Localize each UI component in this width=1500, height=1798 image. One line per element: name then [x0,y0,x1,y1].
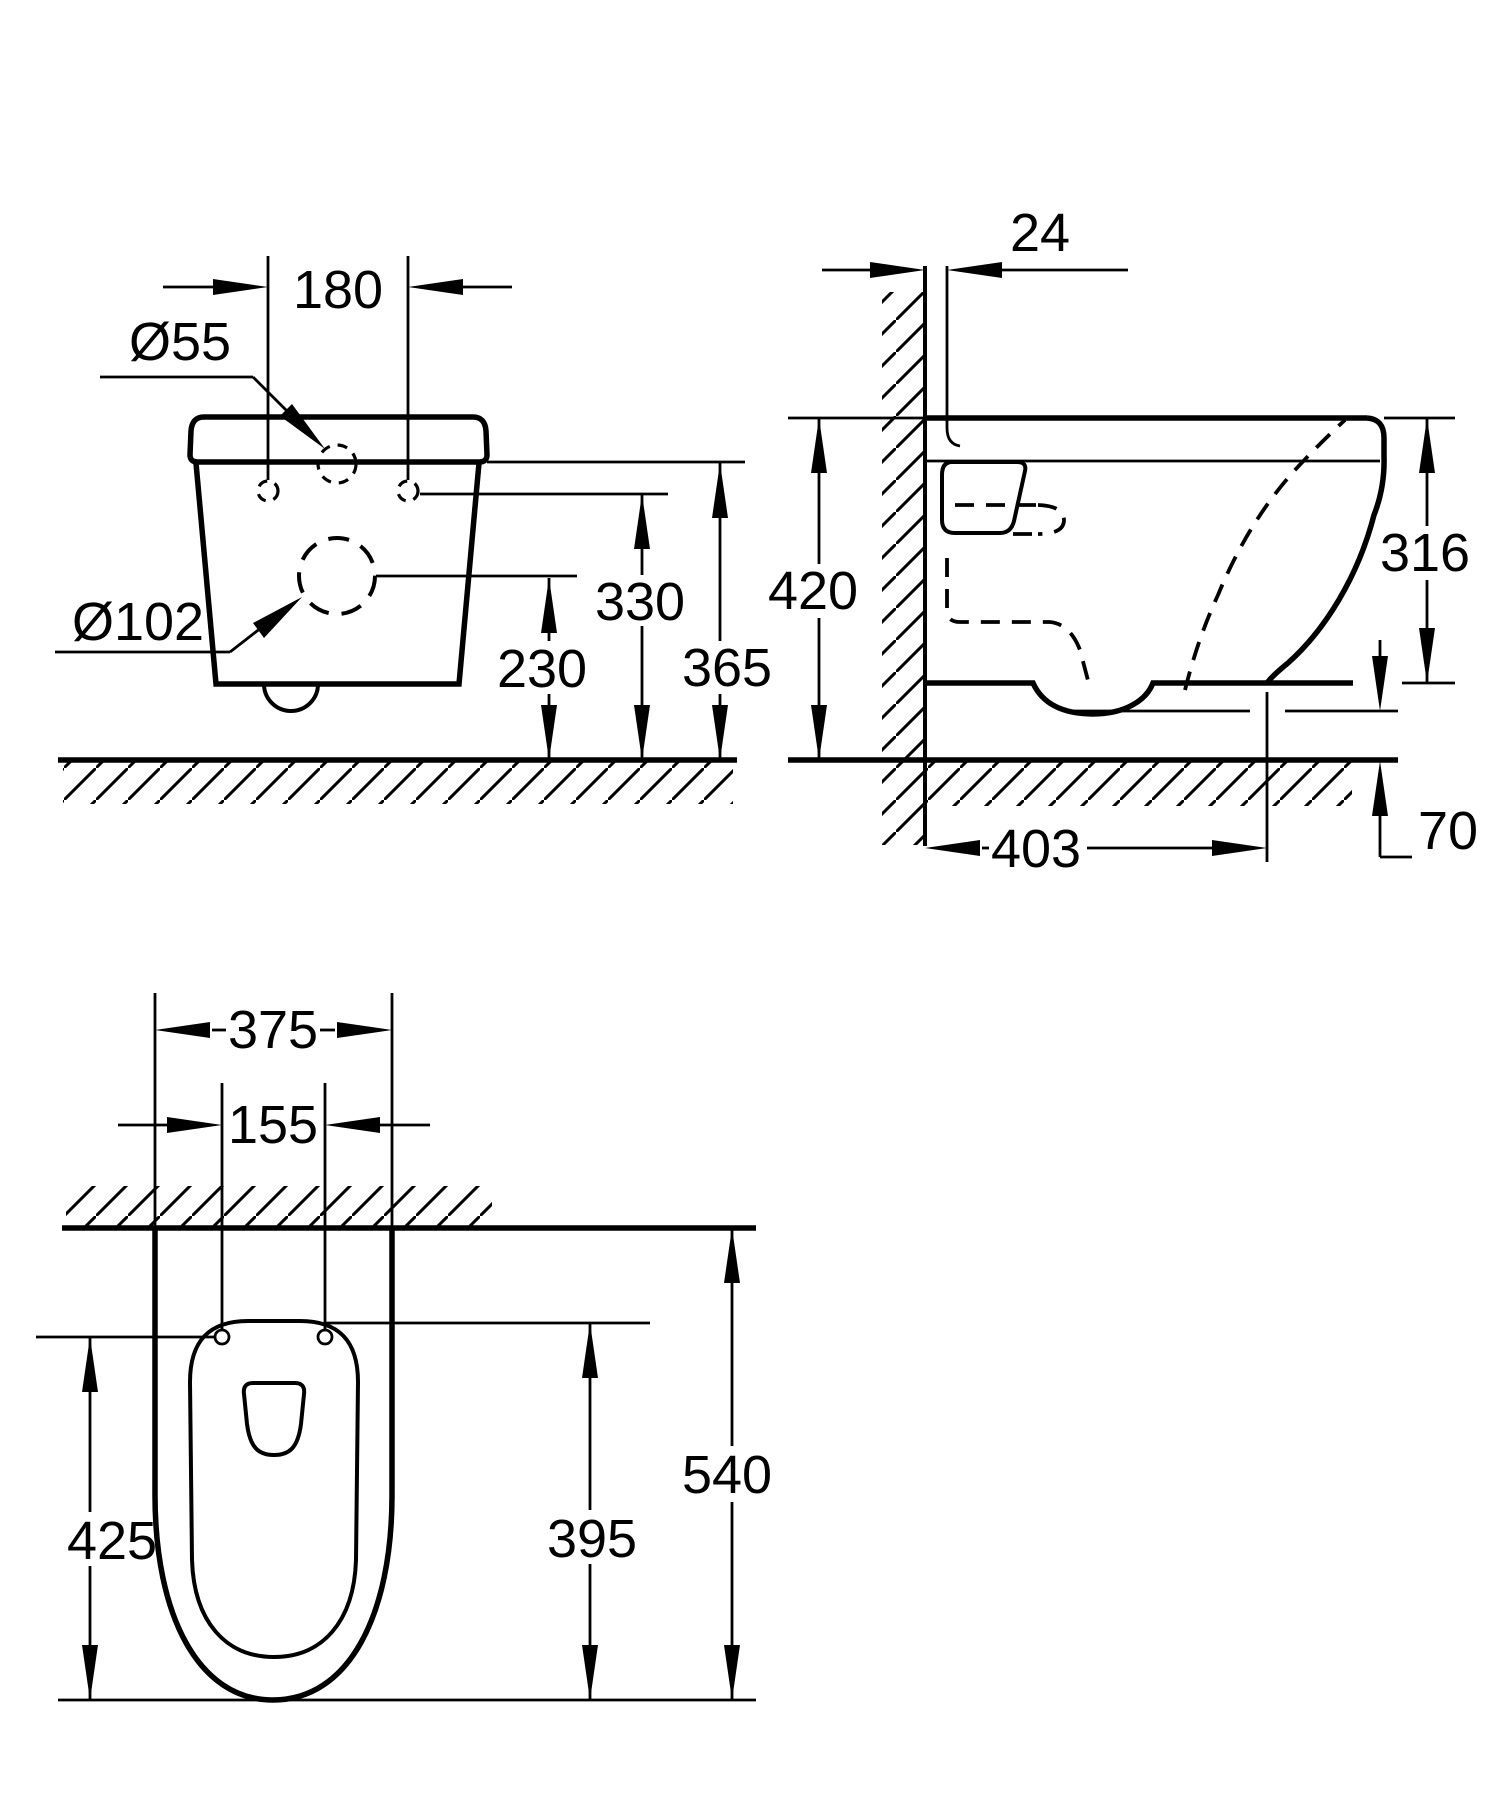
arrowhead [82,1337,98,1392]
dim-label-70: 70 [1418,801,1478,861]
arrowhead [1212,840,1267,856]
dimension-365: 365 [487,460,772,760]
dim-label-330: 330 [595,572,685,632]
plan-wall [62,1186,756,1231]
dim-label-403: 403 [991,819,1081,879]
arrowhead [253,597,302,638]
front-floor [58,757,737,804]
dim-label-dia55: Ø55 [129,312,231,372]
arrowhead [634,705,650,760]
arrowhead [870,262,925,278]
arrowhead [947,262,1002,278]
bowl-underside-line [925,680,1353,717]
arrowhead [155,1022,210,1038]
toilet-side-outline [925,266,1387,717]
arrowhead [1372,761,1388,816]
inner-rim-plan [187,1319,361,1660]
side-view: 24 420 316 403 [768,203,1478,879]
dimension-403: 403 [925,692,1269,879]
dim-label-230: 230 [497,639,587,699]
arrowhead [1419,418,1435,473]
cistern-cap-front [187,414,490,465]
arrowhead [541,578,557,633]
mounting-hole-left-plan [213,1328,231,1346]
dim-label-365: 365 [682,638,772,698]
dimension-dia102: Ø102 [55,592,302,654]
dim-label-395: 395 [547,1509,637,1569]
mounting-hole-left-front [256,479,280,503]
mounting-hole-right-plan [316,1328,334,1346]
drain-hole-circle [297,536,377,616]
arrowhead [634,494,650,549]
flush-inlet-box [940,460,1028,535]
toilet-plan-outline [152,1228,395,1703]
mounting-hole-right-front [396,479,420,503]
arrowhead [325,1117,380,1133]
leader-line [252,376,292,416]
front-floor-hatch [63,762,733,804]
arrowhead [167,1117,222,1133]
dim-label-dia102: Ø102 [72,592,204,652]
dimension-dia55: Ø55 [100,312,325,449]
dim-label-316: 316 [1380,523,1470,583]
side-floor-hatch [927,762,1352,806]
dimension-540: 540 [682,1228,772,1700]
dimension-420: 420 [768,416,925,760]
dimension-330: 330 [420,492,685,760]
arrowhead [811,705,827,760]
arrowhead [712,705,728,760]
inner-bowl-dash [1183,418,1347,691]
dim-label-180: 180 [293,260,383,320]
dimension-24: 24 [822,203,1128,278]
arrowhead [925,840,980,856]
wall-hatch [882,292,925,845]
dimension-155: 155 [118,1083,430,1330]
arrowhead [541,705,557,760]
internal-dashed-profile [945,418,1347,691]
arrowhead [724,1645,740,1700]
dimension-230: 230 [376,574,587,760]
arrowhead [408,279,463,295]
dimension-375: 375 [153,993,394,1228]
trap-bump-front [262,683,320,713]
arrowhead [724,1228,740,1283]
dim-label-425: 425 [67,1511,157,1571]
front-view: 180 Ø55 Ø102 230 [55,256,772,804]
dim-label-24: 24 [1010,203,1070,263]
plan-wall-hatch [66,1186,492,1228]
bowl-body-front [193,462,482,687]
dim-label-375: 375 [228,1000,318,1060]
side-floor [788,757,1398,806]
inlet-channel-end-dash [1037,503,1066,536]
arrowhead [82,1645,98,1700]
dimension-180: 180 [163,256,512,480]
water-outlet-plan [241,1381,307,1458]
flush-hole-circle [316,443,358,485]
dim-label-540: 540 [682,1445,772,1505]
dimension-70: 70 [1073,640,1478,861]
dimension-425: 425 [36,1335,214,1700]
front-profile-curve [1264,415,1387,685]
side-wall [882,266,927,846]
arrowhead [1419,628,1435,683]
arrowhead [712,463,728,518]
dimension-395: 395 [325,1321,650,1700]
dim-label-420: 420 [768,561,858,621]
toilet-front-outline [187,414,490,713]
arrowhead [811,418,827,473]
trap-dash [945,558,1092,689]
arrowhead [280,404,325,449]
arrowhead [1372,656,1388,711]
plan-view: 375 155 425 [36,993,772,1703]
dim-label-155: 155 [228,1095,318,1155]
back-offset-hook [945,427,961,448]
arrowhead [582,1323,598,1378]
arrowhead [337,1022,392,1038]
dimension-316: 316 [1380,416,1470,685]
arrowhead [213,279,268,295]
arrowhead [582,1645,598,1700]
